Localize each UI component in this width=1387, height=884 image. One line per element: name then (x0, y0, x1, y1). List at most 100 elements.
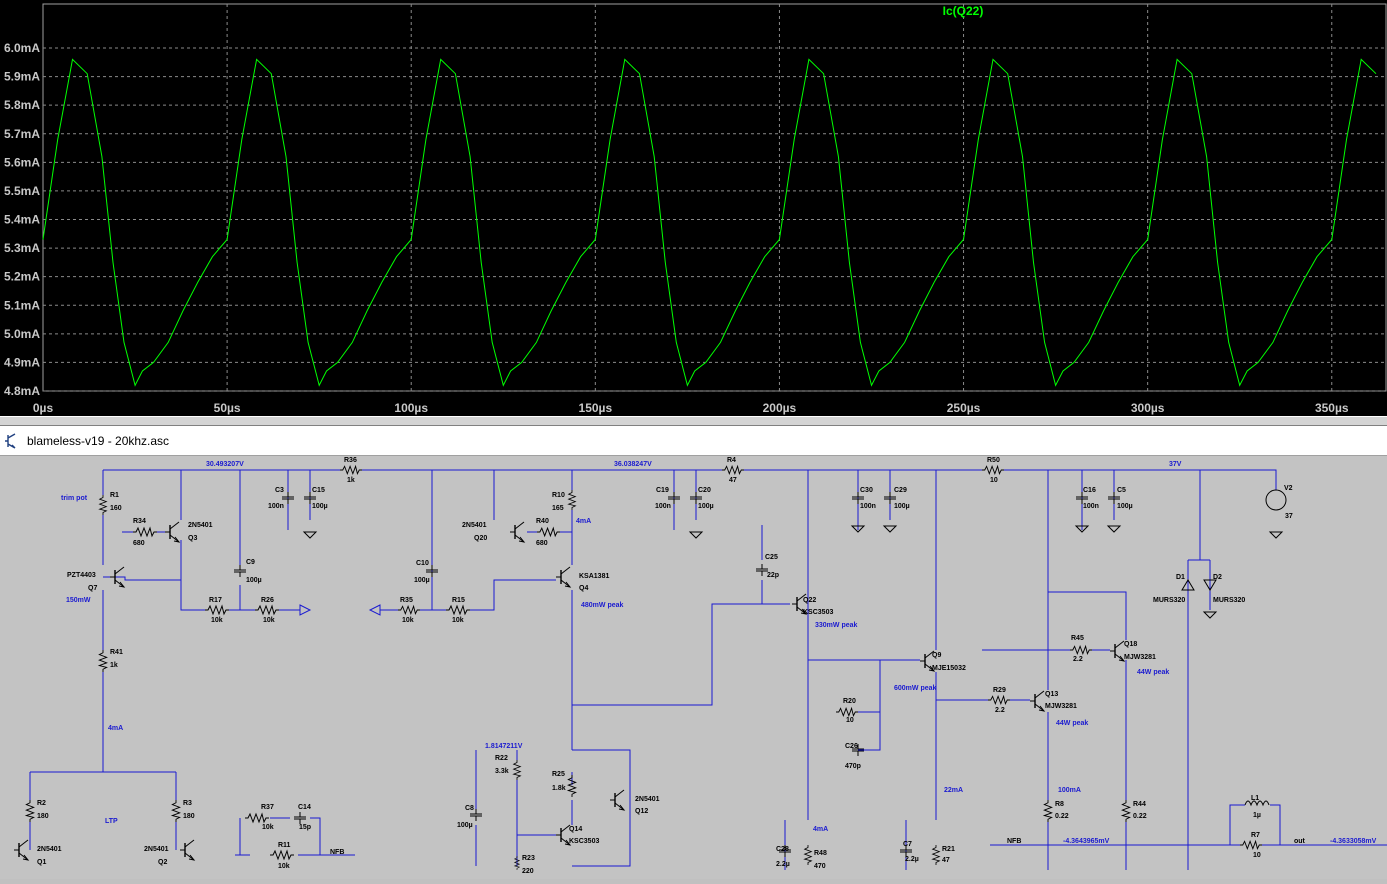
schematic-label: R22 (495, 755, 508, 762)
schematic-label: C30 (860, 487, 873, 494)
schematic-label: 100µ (457, 822, 473, 829)
schematic-label: KSC3503 (569, 838, 599, 845)
schematic-label: C28 (776, 846, 789, 853)
schematic-label: 100µ (1117, 503, 1133, 510)
schematic-title-bar[interactable]: blameless-v19 - 20khz.asc (0, 426, 1387, 456)
x-tick-label: 200µs (763, 401, 797, 415)
schematic-label: R10 (552, 492, 565, 499)
schematic-label: 10 (1253, 852, 1261, 859)
schematic-label: Q4 (579, 585, 588, 592)
schematic-label: trim pot (61, 495, 88, 502)
schematic-components[interactable] (13, 465, 1287, 871)
schematic-label: Q22 (803, 597, 816, 604)
schematic-label: C20 (698, 487, 711, 494)
schematic-label: 10k (263, 617, 275, 624)
schematic-drawing[interactable]: 30.493207V36.038247V37VR361kR447R5010tri… (0, 456, 1387, 879)
schematic-label: C3 (275, 487, 284, 494)
schematic-label: C25 (765, 554, 778, 561)
schematic-label: R2 (37, 800, 46, 807)
schematic-label: LTP (105, 818, 118, 825)
schematic-label: 100µ (894, 503, 910, 510)
schematic-label: 1k (347, 477, 355, 484)
schematic-label: R3 (183, 800, 192, 807)
schematic-label: 2N5401 (188, 522, 213, 529)
schematic-label: Q14 (569, 826, 582, 833)
schematic-label: MJE15032 (932, 665, 966, 672)
waveform-chart[interactable]: 6.0mA5.9mA5.8mA5.7mA5.6mA5.5mA5.4mA5.3mA… (0, 0, 1387, 416)
schematic-label: D2 (1213, 574, 1222, 581)
schematic-label: 0.22 (1133, 813, 1147, 820)
schematic-label: NFB (330, 849, 344, 856)
schematic-label: C15 (312, 487, 325, 494)
schematic-label: 160 (110, 505, 122, 512)
schematic-label: -4.3633058mV (1330, 838, 1377, 845)
schematic-label: MURS320 (1153, 597, 1185, 604)
schematic-label: V2 (1284, 485, 1293, 492)
y-tick-label: 4.8mA (4, 384, 40, 398)
schematic-label: C10 (416, 560, 429, 567)
schematic-label: R4 (727, 457, 736, 464)
schematic-label: R23 (522, 855, 535, 862)
schematic-label: R8 (1055, 801, 1064, 808)
schematic-label: 22p (767, 572, 779, 579)
schematic-label: 2N5401 (37, 846, 62, 853)
schematic-label: 600mW peak (894, 685, 937, 692)
x-tick-label: 50µs (214, 401, 241, 415)
schematic-label: 180 (37, 813, 49, 820)
supply-rails (29, 469, 1387, 870)
schematic-label: R25 (552, 771, 565, 778)
x-tick-label: 350µs (1315, 401, 1349, 415)
y-tick-label: 5.9mA (4, 70, 40, 84)
schematic-label: R40 (536, 518, 549, 525)
schematic-label: 1µ (1253, 812, 1261, 819)
schematic-label: C9 (246, 559, 255, 566)
schematic-label: MJW3281 (1045, 703, 1077, 710)
schematic-label: Q20 (474, 535, 487, 542)
schematic-label: out (1294, 838, 1306, 845)
schematic-label: R20 (843, 698, 856, 705)
schematic-label: R41 (110, 649, 123, 656)
schematic-label: 100n (655, 503, 671, 510)
schematic-label: R15 (452, 597, 465, 604)
schematic-label: 470 (814, 863, 826, 870)
y-tick-label: 5.4mA (4, 213, 40, 227)
schematic-label: 37V (1169, 461, 1182, 468)
schematic-label: 2.2µ (776, 861, 790, 868)
transistor-icon (5, 432, 16, 449)
schematic-label: Q12 (635, 808, 648, 815)
schematic-label: 100µ (414, 577, 430, 584)
schematic-label: 10k (262, 824, 274, 831)
schematic-label: 2N5401 (635, 796, 660, 803)
schematic-window-title: blameless-v19 - 20khz.asc (27, 433, 170, 448)
schematic-label: D1 (1176, 574, 1185, 581)
schematic-label: 10k (452, 617, 464, 624)
schematic-label: R17 (209, 597, 222, 604)
schematic-label: C16 (1083, 487, 1096, 494)
schematic-label: Q1 (37, 859, 46, 866)
trace-label[interactable]: Ic(Q22) (943, 4, 984, 18)
schematic-label: 4mA (813, 826, 828, 833)
schematic-label: C14 (298, 804, 311, 811)
schematic-label: 150mW (66, 597, 91, 604)
schematic-label: 470p (845, 763, 861, 770)
schematic-label: 1.8k (552, 785, 566, 792)
schematic-label: PZT4403 (67, 572, 96, 579)
schematic-label: Q7 (88, 585, 97, 592)
pane-divider[interactable] (0, 416, 1387, 426)
y-axis-ticks: 6.0mA5.9mA5.8mA5.7mA5.6mA5.5mA5.4mA5.3mA… (4, 41, 40, 398)
x-tick-label: 300µs (1131, 401, 1165, 415)
y-tick-label: 5.5mA (4, 184, 40, 198)
y-tick-label: 5.7mA (4, 127, 40, 141)
schematic-label: R44 (1133, 801, 1146, 808)
schematic-label: Q18 (1124, 641, 1137, 648)
schematic-label: 47 (729, 477, 737, 484)
schematic-label: Q9 (932, 652, 941, 659)
schematic-label: R50 (987, 457, 1000, 464)
schematic-label: 165 (552, 505, 564, 512)
schematic-label: 100n (268, 503, 284, 510)
x-tick-label: 150µs (579, 401, 613, 415)
